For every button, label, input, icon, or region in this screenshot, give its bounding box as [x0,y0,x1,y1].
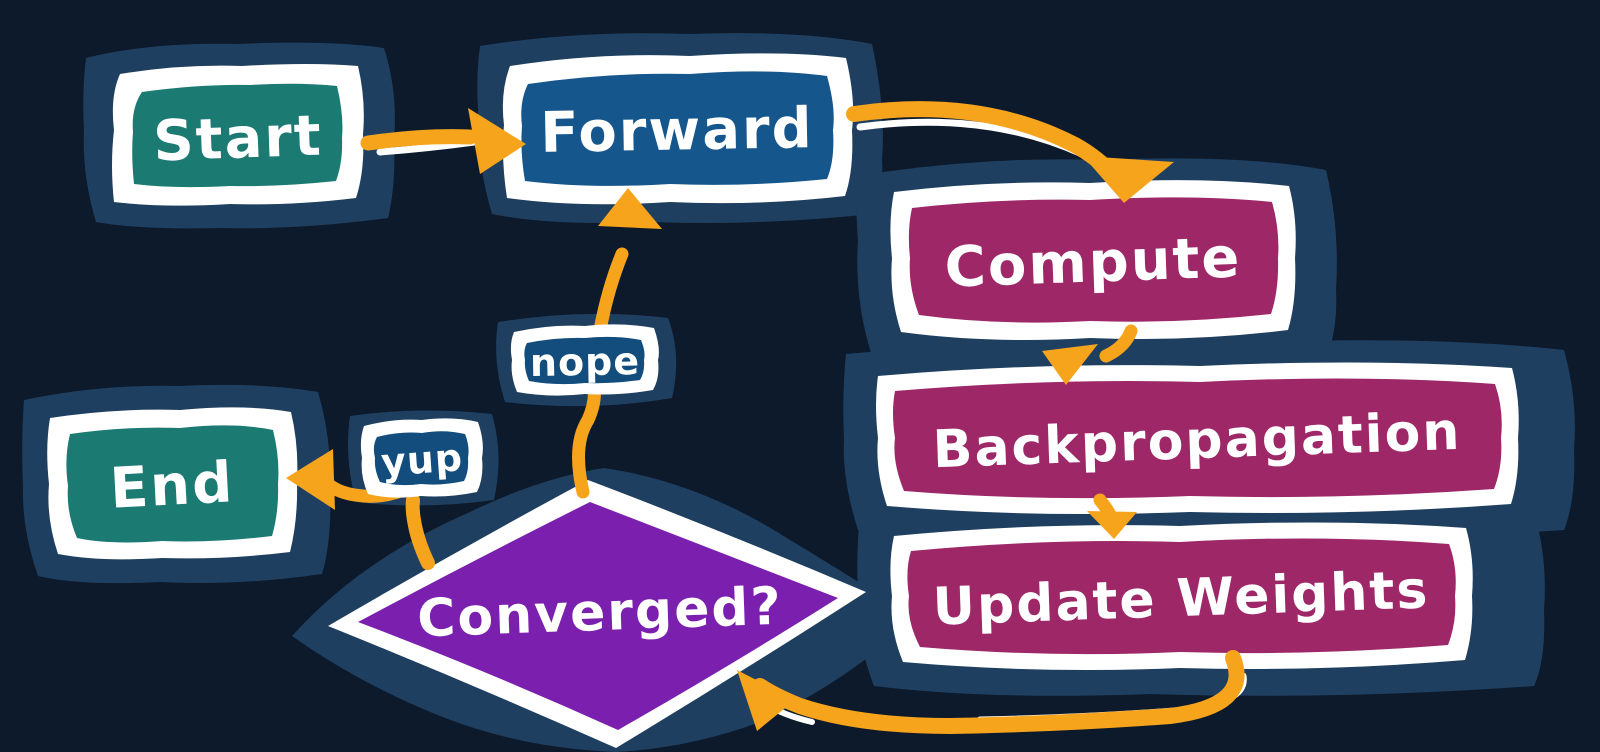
update-weights-fill [907,538,1456,655]
nope-label: nope [530,339,641,385]
edge-label-yup [360,418,483,498]
arrow-update-converged [752,650,1245,734]
compute-label: Compute [944,225,1243,300]
arrow-start-forward-head [468,108,526,174]
node-update-weights [890,522,1473,670]
node-end [47,407,298,560]
arrow-compute-backpropagation [1099,324,1138,363]
forward-label: Forward [540,96,814,166]
forward-fill [521,71,834,186]
converged-label: Converged? [416,577,783,650]
node-converged [328,480,866,748]
arrow-backpropagation-update-head [1087,511,1137,539]
arrow-converged-yup [405,493,435,570]
node-start [112,64,364,206]
yup-label: yup [380,435,465,485]
start-label: Start [152,104,323,175]
backpropagation-fill [893,378,1502,499]
start-fill [132,83,343,188]
arrow-forward-compute-head [1083,156,1174,203]
converged-fill [358,502,838,730]
arrow-update-converged-head [737,670,795,731]
compute-fill [908,197,1279,323]
nope-fill [524,336,645,385]
arrow-compute-backpropagation-head [1042,344,1098,385]
node-forward [502,53,854,205]
end-label: End [108,450,235,521]
end-fill [66,425,279,543]
arrow-converged-forward-head [598,188,662,229]
yup-fill [373,431,469,486]
edge-label-nope [510,324,659,396]
node-backpropagation [876,362,1519,514]
arrow-start-forward [360,129,478,151]
arrow-yup-end-head [286,449,335,510]
node-compute [890,180,1296,340]
arrows [286,101,1247,734]
edge-labels [360,324,659,498]
nodes [47,53,1519,748]
